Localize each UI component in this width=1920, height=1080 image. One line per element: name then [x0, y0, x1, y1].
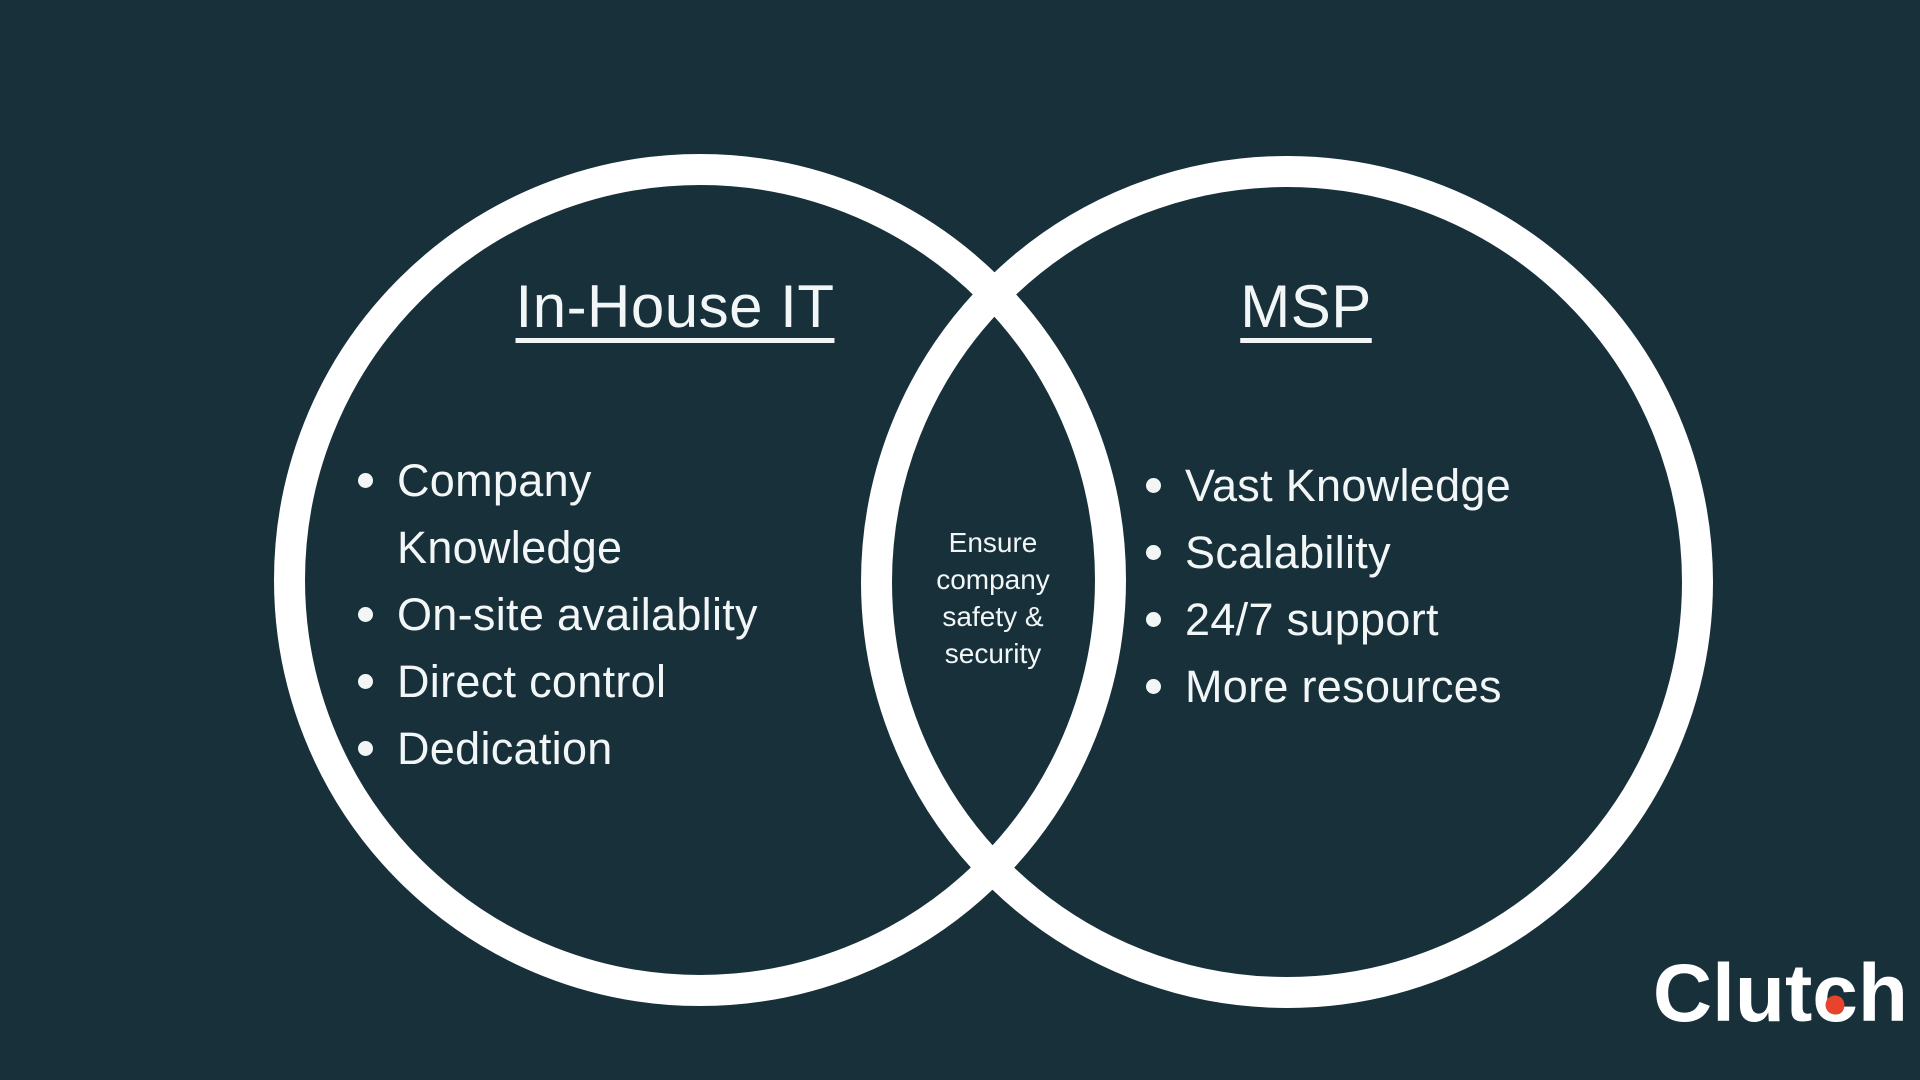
bullet-icon — [358, 674, 373, 689]
list-item-text: Direct control — [397, 656, 667, 707]
bullet-icon — [1146, 478, 1161, 493]
left-circle-title: In-House IT — [515, 273, 835, 340]
list-item-text: Company Knowledge — [397, 455, 623, 573]
intersection-label: Ensure company safety & security — [936, 527, 1050, 669]
right-bullet-list: Vast Knowledge Scalability 24/7 support … — [1146, 452, 1511, 720]
list-item-text: On-site availablity — [397, 589, 758, 640]
bullet-icon — [358, 473, 373, 488]
logo-dot-icon — [1825, 995, 1845, 1015]
list-item-text: More resources — [1185, 661, 1502, 712]
list-item: Dedication — [358, 715, 758, 782]
list-item: On-site availablity — [358, 581, 758, 648]
list-item-text: 24/7 support — [1185, 594, 1439, 645]
list-item-text: Dedication — [397, 723, 613, 774]
bullet-icon — [1146, 679, 1161, 694]
bullet-icon — [358, 607, 373, 622]
list-item-text: Scalability — [1185, 527, 1391, 578]
list-item-text: Vast Knowledge — [1185, 460, 1512, 511]
list-item: Direct control — [358, 648, 758, 715]
list-item: Company Knowledge — [358, 447, 758, 581]
bullet-icon — [1146, 545, 1161, 560]
bullet-icon — [358, 741, 373, 756]
bullet-icon — [1146, 612, 1161, 627]
logo-text-part: h — [1857, 948, 1908, 1039]
list-item: Scalability — [1146, 519, 1511, 586]
logo-c: c — [1812, 953, 1858, 1035]
logo-text-part: Clut — [1652, 948, 1813, 1039]
list-item: Vast Knowledge — [1146, 452, 1511, 519]
list-item: More resources — [1146, 653, 1511, 720]
left-bullet-list: Company Knowledge On-site availablity Di… — [358, 447, 758, 782]
list-item: 24/7 support — [1146, 586, 1511, 653]
logo-text-part: c — [1812, 948, 1858, 1039]
right-circle-title: MSP — [1240, 273, 1372, 340]
